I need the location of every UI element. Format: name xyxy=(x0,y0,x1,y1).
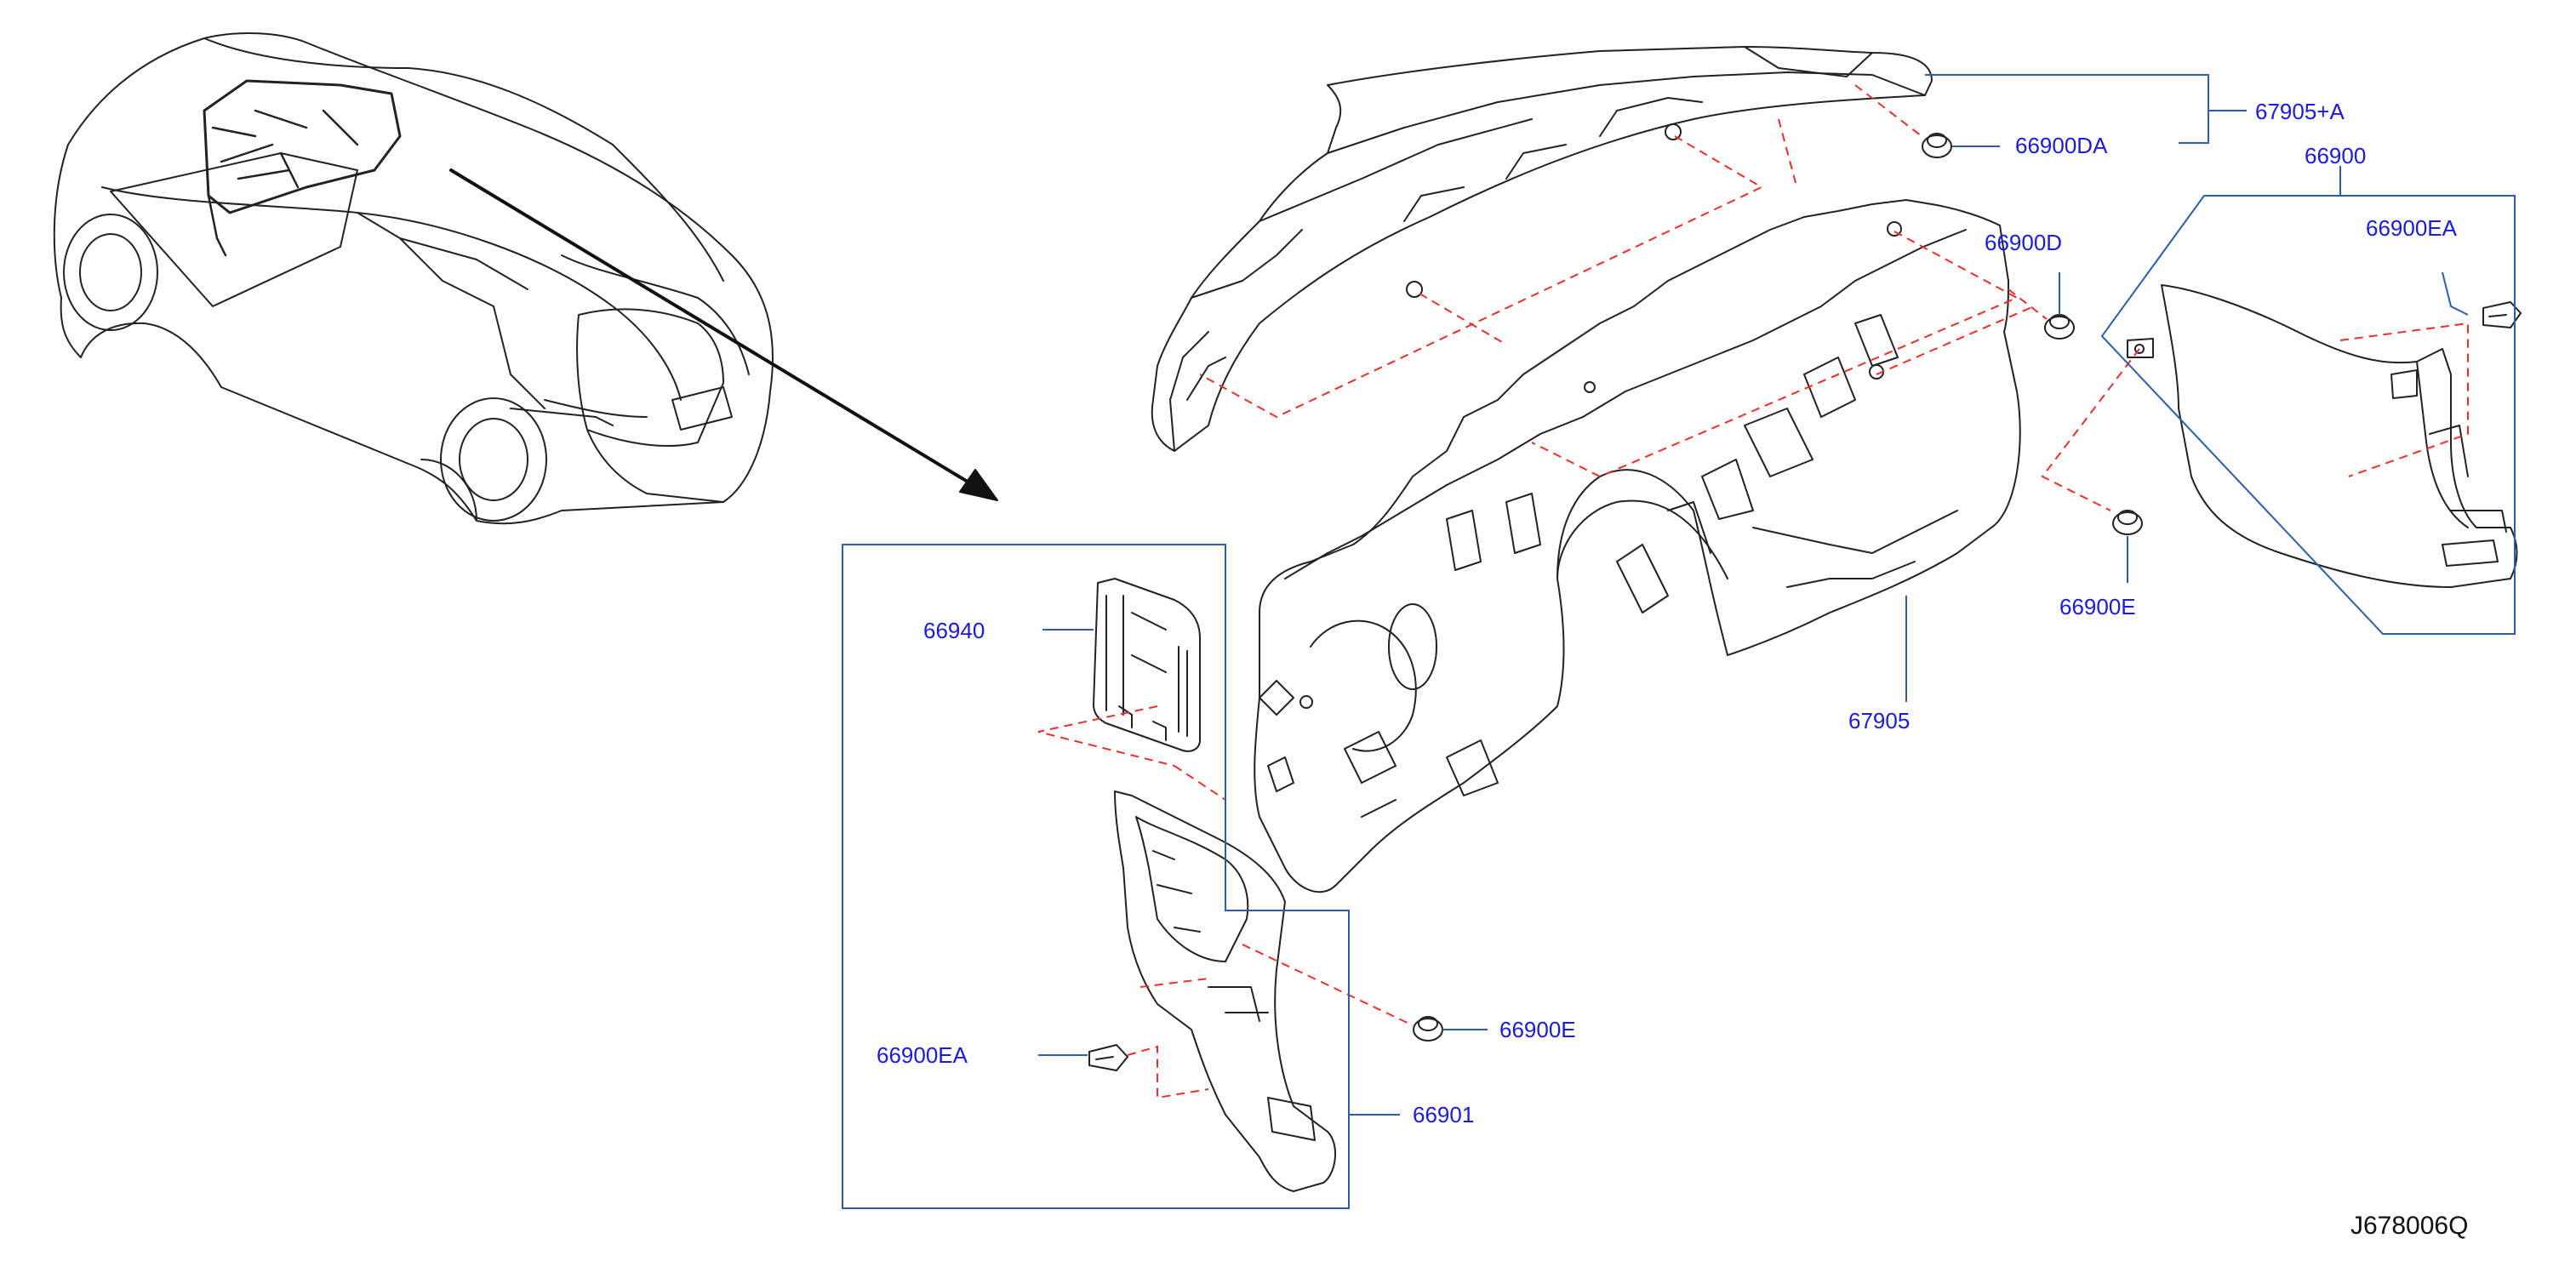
direction-arrow xyxy=(449,168,989,495)
clip-66900d xyxy=(2044,314,2075,340)
clip-66900e-right xyxy=(2112,510,2143,535)
label-66900da: 66900DA xyxy=(2015,133,2108,158)
clip-66900e-bottom xyxy=(1413,1016,1443,1042)
arrow-head xyxy=(959,469,998,501)
label-66900ea-right: 66900EA xyxy=(2366,215,2457,241)
diagram-code: J678006Q xyxy=(2350,1212,2469,1240)
cover-66940 xyxy=(1093,578,1201,752)
label-67905: 67905 xyxy=(1848,708,1911,733)
box-66901 xyxy=(842,544,1350,1209)
side-insulator xyxy=(2127,284,2518,588)
box-66900 xyxy=(2100,195,2516,635)
label-66900e-bottom: 66900E xyxy=(1499,1017,1576,1042)
clip-66900ea-left xyxy=(1088,1044,1128,1071)
label-66900: 66900 xyxy=(2305,143,2367,168)
panel-66901 xyxy=(1114,790,1337,1192)
label-66901: 66901 xyxy=(1413,1102,1475,1127)
vehicle-illustration xyxy=(53,31,774,525)
main-insulator xyxy=(1254,199,2021,893)
label-66900e-right: 66900E xyxy=(2059,594,2136,619)
label-66900ea-left: 66900EA xyxy=(877,1042,968,1068)
leader-lines xyxy=(842,74,2516,1209)
clip-66900da xyxy=(1922,133,1952,158)
label-67905-a: 67905+A xyxy=(2255,99,2345,124)
assembly-lines xyxy=(1037,84,2469,1099)
upper-trim-panel xyxy=(1151,46,1933,452)
label-66900d: 66900D xyxy=(1985,230,2063,255)
label-66940: 66940 xyxy=(923,618,985,643)
